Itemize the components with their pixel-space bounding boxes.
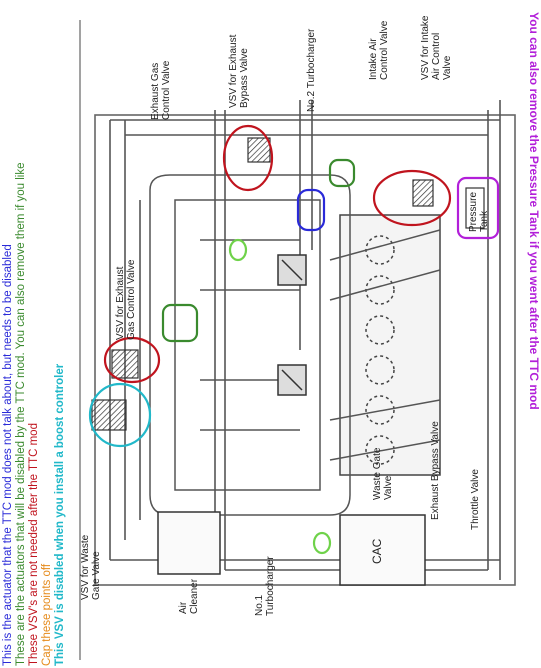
red-circle-vsv-gas-control	[103, 336, 161, 384]
label-vsv-intake-air-control-valve: VSV for Intake Air Control Valve	[420, 15, 453, 80]
red-circle-vsv-intake	[372, 169, 452, 227]
label-waste-gate-valve: Waste Gate Valve	[372, 447, 394, 500]
blue-box	[296, 188, 326, 232]
label-no1-turbocharger: No.1 Turbocharger	[254, 556, 276, 616]
label-air-cleaner: Air Cleaner	[178, 578, 200, 614]
cyan-circle-vsv-wastegate	[88, 382, 152, 448]
orange-point-1	[228, 238, 248, 262]
label-vsv-waste-gate-valve: VSV for Waste Gate Valve	[80, 534, 102, 600]
engine-block	[339, 214, 441, 476]
red-circle-vsv-bypass	[222, 124, 274, 192]
green-box-2	[328, 158, 356, 188]
pressure-tank-icon	[465, 187, 485, 229]
vsv-exhaust-bypass-icon	[247, 137, 271, 163]
air-cleaner-box	[157, 511, 221, 575]
label-pressure-tank: Pressure Tank	[468, 191, 490, 232]
label-exhaust-bypass-valve: Exhaust Bypass Valve	[430, 421, 441, 520]
label-intake-air-control-valve: Intake Air Control Valve	[368, 20, 390, 80]
label-throttle-valve: Throttle Valve	[470, 469, 481, 530]
label-vsv-exhaust-gas-control-valve: VSV for Exhaust Gas Control Valve	[115, 259, 137, 340]
vsv-waste-gate-icon	[91, 399, 127, 431]
orange-point-2	[312, 531, 332, 555]
cac-box	[339, 514, 426, 586]
label-cac: CAC	[370, 538, 384, 564]
annotation-circles	[88, 124, 500, 555]
turbochargers	[277, 254, 307, 396]
vsv-intake-air-control-icon	[412, 179, 434, 207]
label-no2-turbocharger: No.2 Turbocharger	[306, 28, 317, 112]
vsv-exhaust-gas-control-icon	[111, 349, 139, 379]
green-box-1	[161, 303, 199, 343]
label-exhaust-gas-control-valve: Exhaust Gas Control Valve	[150, 60, 172, 120]
label-vsv-exhaust-bypass-valve: VSV for Exhaust Bypass Valve	[228, 34, 250, 108]
magenta-box	[456, 176, 500, 240]
vsv-group	[91, 137, 485, 431]
